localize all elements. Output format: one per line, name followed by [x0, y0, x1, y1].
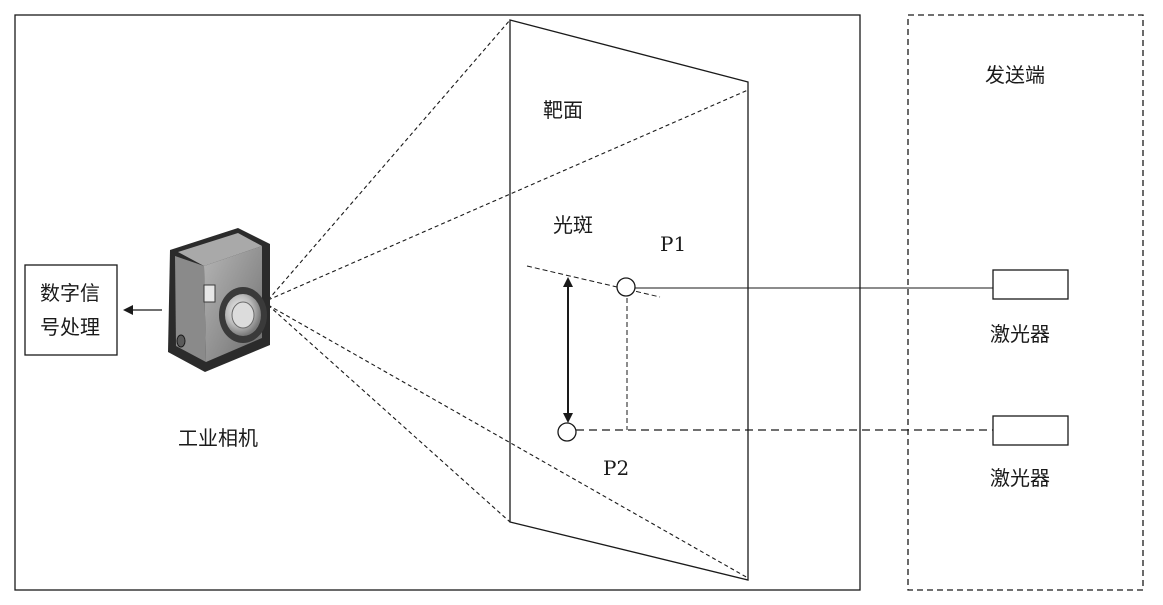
light-spot-label: 光斑	[553, 213, 593, 237]
sender-label: 发送端	[985, 63, 1045, 87]
laser-top	[992, 269, 1069, 300]
camera-label: 工业相机	[178, 426, 258, 450]
spot-guide-line	[526, 265, 661, 298]
laser-top-label: 激光器	[990, 322, 1050, 346]
dsp-box	[24, 264, 118, 356]
p2-label: P2	[603, 456, 629, 480]
sender-frame	[907, 14, 1144, 591]
spot-p2	[557, 422, 577, 442]
dsp-label-line1: 数字信	[40, 281, 100, 305]
camera-icon	[168, 228, 270, 372]
target-plane-label: 靶面	[543, 98, 583, 122]
spot-p1	[616, 277, 636, 297]
fov-rays	[267, 19, 749, 579]
target-plane	[509, 19, 749, 581]
p1-label: P1	[660, 232, 686, 256]
dsp-label-line2: 号处理	[40, 315, 100, 339]
laser-bottom-label: 激光器	[990, 466, 1050, 490]
laser-bottom	[992, 415, 1069, 446]
receiver-frame	[14, 14, 861, 591]
